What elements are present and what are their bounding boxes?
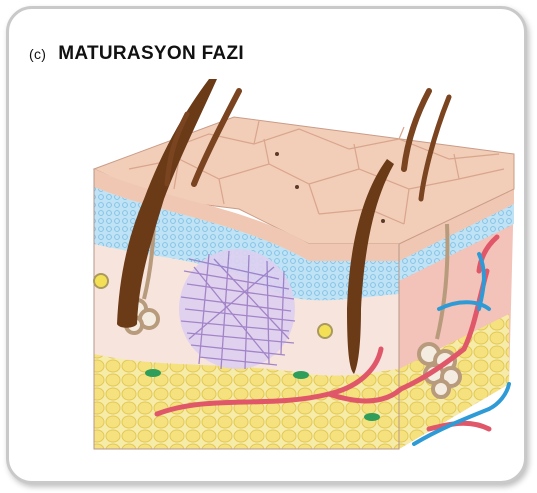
pore	[275, 152, 279, 156]
cell-left	[145, 369, 161, 377]
pore	[295, 185, 299, 189]
sebaceous-gland-left	[94, 274, 108, 288]
panel-letter: (c)	[29, 46, 46, 62]
collagen-fibers	[179, 249, 295, 369]
skin-cross-section-illustration	[9, 9, 527, 484]
sebaceous-gland-right	[318, 324, 332, 338]
pore	[381, 219, 385, 223]
phase-title: MATURASYON FAZI	[58, 43, 244, 64]
cell-middle	[293, 371, 309, 379]
figure-title: (c) MATURASYON FAZI	[29, 43, 244, 65]
cell-right	[364, 413, 380, 421]
figure-frame: (c) MATURASYON FAZI	[6, 6, 527, 484]
